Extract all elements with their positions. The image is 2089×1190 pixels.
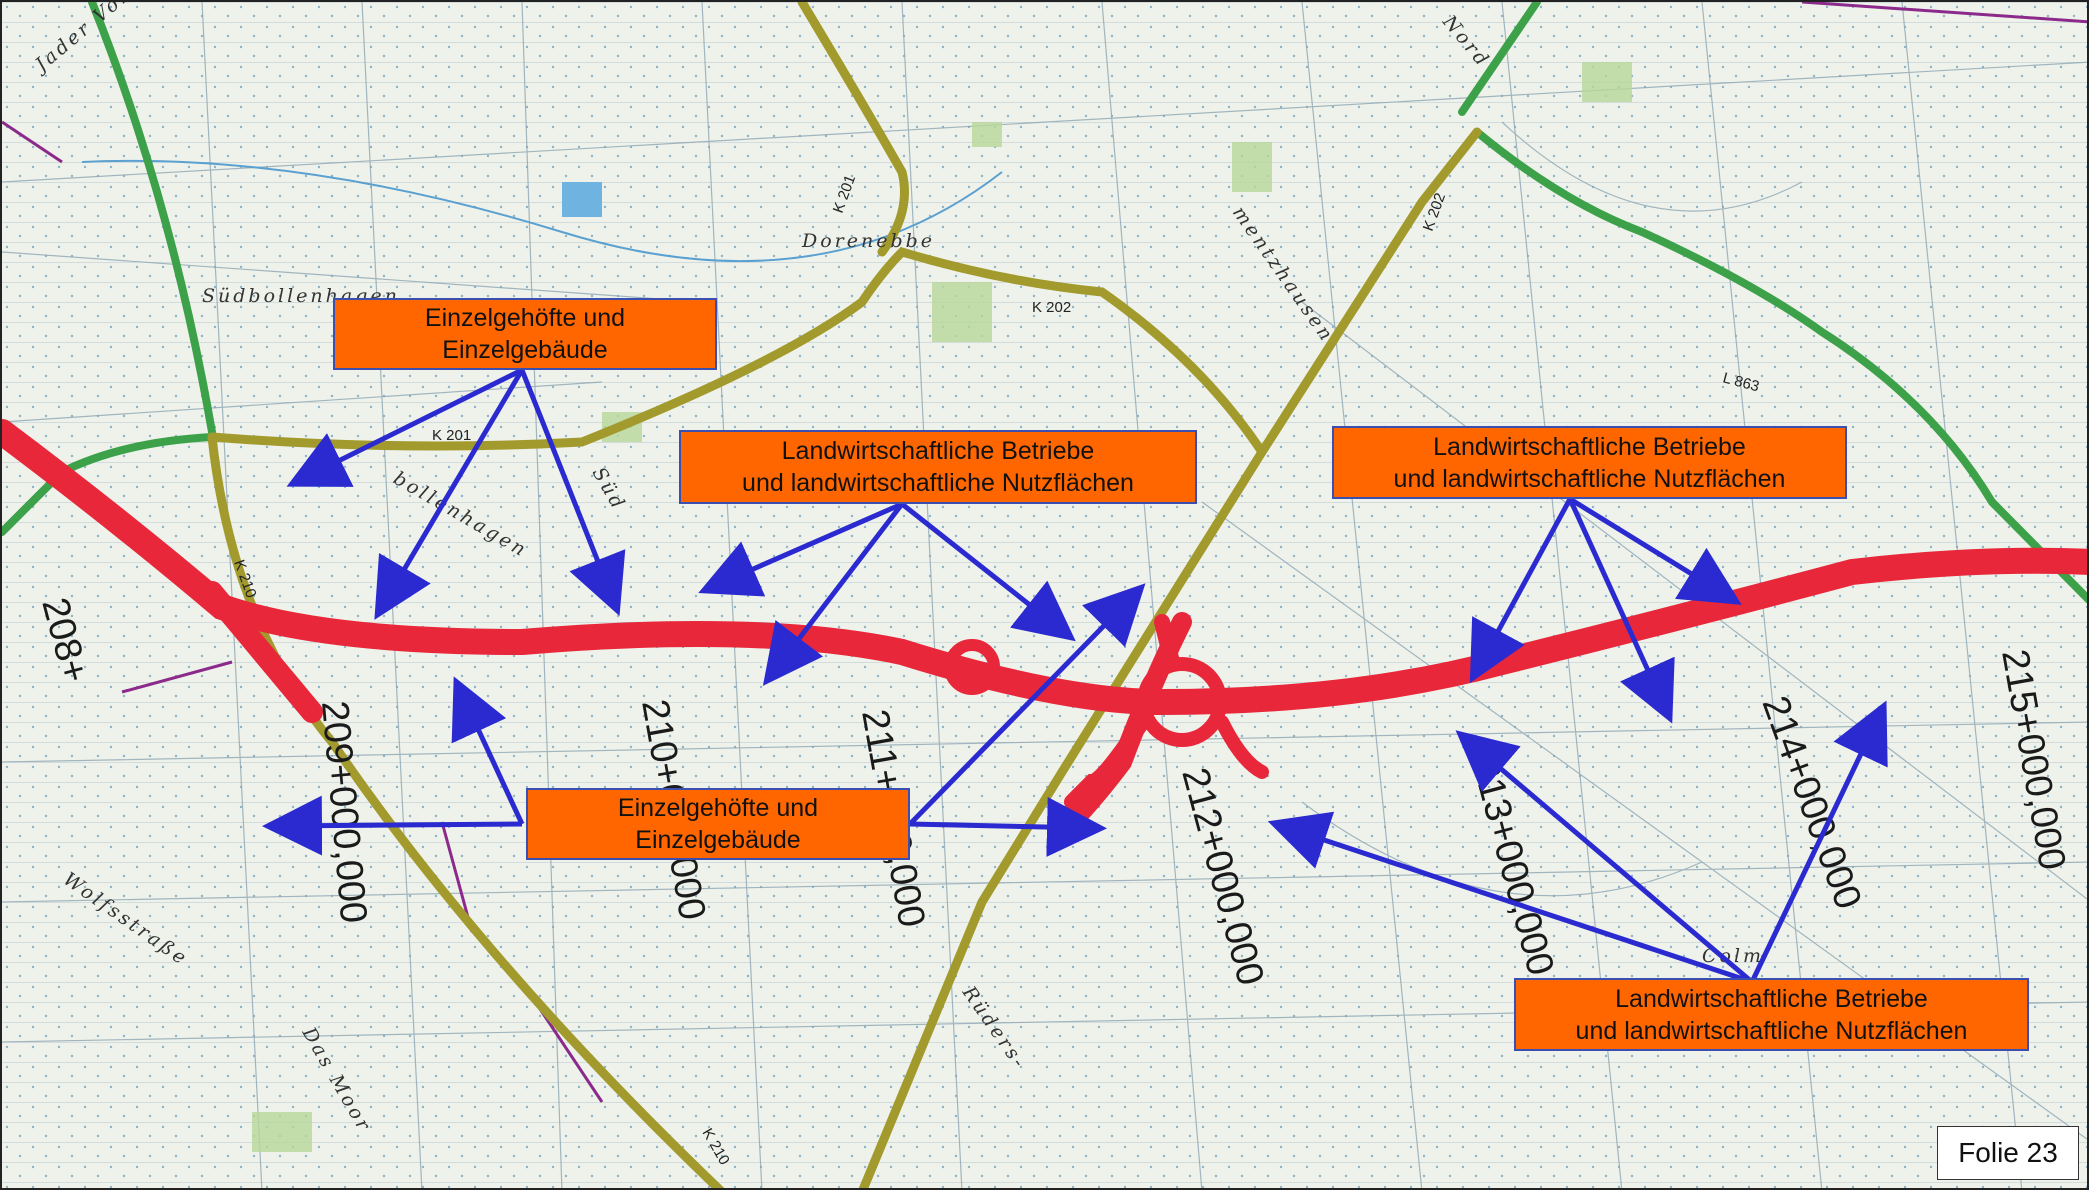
callout-line: Landwirtschaftliche Betriebe — [1615, 984, 1928, 1013]
callout-line: und landwirtschaftliche Nutzflächen — [1575, 1016, 1968, 1045]
callout-line: und landwirtschaftliche Nutzflächen — [1393, 464, 1786, 493]
dam-line — [1801, 2, 2087, 24]
callout-box: Landwirtschaftliche Betriebe und landwir… — [1332, 426, 1847, 499]
arrow — [1567, 497, 1675, 724]
stream — [81, 159, 1003, 263]
callout-box: Landwirtschaftliche Betriebe und landwir… — [1514, 978, 2029, 1051]
water-body — [562, 182, 602, 217]
arrow — [286, 367, 524, 487]
callout-line: Landwirtschaftliche Betriebe — [1433, 432, 1746, 461]
callout-line: Einzelgebäude — [442, 336, 608, 364]
arrow — [908, 583, 1146, 826]
district-roads — [207, 2, 1482, 1188]
callout-line: Landwirtschaftliche Betriebe — [781, 437, 1095, 465]
arrow — [1749, 700, 1888, 984]
arrow — [762, 502, 904, 686]
callout-box: Landwirtschaftliche Betriebe und landwir… — [679, 430, 1197, 504]
slide-number: Folie 23 — [1937, 1126, 2079, 1180]
callout-box: Einzelgehöfte und Einzelgebäude — [333, 298, 717, 370]
arrow — [374, 368, 525, 620]
arrow — [262, 795, 523, 856]
callout-line: Einzelgebäude — [635, 826, 801, 854]
place-name: Dorenebbe — [801, 230, 935, 252]
arrow — [1455, 730, 1754, 984]
callout-box: Einzelgehöfte und Einzelgebäude — [526, 788, 910, 860]
arrow — [1568, 496, 1742, 605]
arrow — [909, 797, 1107, 858]
arrow — [451, 676, 525, 826]
dam-line-2 — [2, 120, 604, 1103]
arrow — [1469, 497, 1573, 684]
callout-line: und landwirtschaftliche Nutzflächen — [742, 469, 1134, 497]
pointer-arrows — [262, 367, 1888, 985]
arrow — [698, 501, 904, 597]
arrow — [519, 369, 626, 616]
callout-line: Einzelgehöfte und — [424, 304, 626, 332]
arrow — [1267, 811, 1753, 985]
arrow — [900, 502, 1076, 642]
callout-line: Einzelgehöfte und — [617, 794, 819, 822]
road-label: K 201 — [432, 427, 471, 444]
road-label: K 202 — [1032, 299, 1071, 316]
